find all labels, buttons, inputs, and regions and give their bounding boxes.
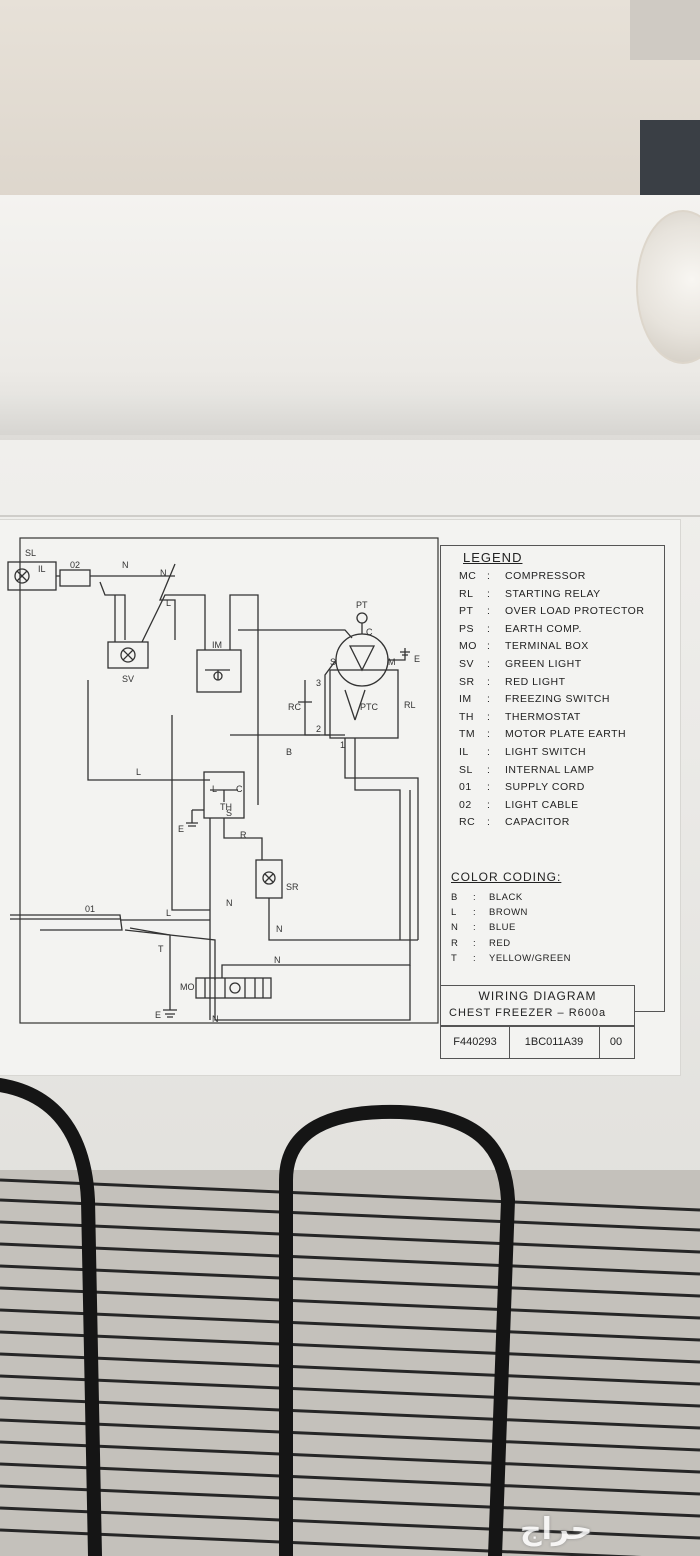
label-sv: SV [122,674,134,684]
label-n6: N [212,1014,219,1024]
legend-list: MC:COMPRESSOR RL:STARTING RELAY PT:OVER … [459,570,644,834]
label-th: TH [220,802,232,812]
legend-panel: LEGEND MC:COMPRESSOR RL:STARTING RELAY P… [440,545,665,1012]
label-sr: SR [286,882,299,892]
wiring-diagram: SL IL 02 N N L SV IM PT C S M E 3 2 1 RC… [7,537,439,1024]
color-coding-item: L:BROWN [451,907,528,919]
label-ptc: PTC [360,702,379,712]
label-n5: N [274,955,281,965]
legend-item: SR:RED LIGHT [459,675,566,688]
color-coding-item: B:BLACK [451,892,523,903]
label-n3: N [226,898,233,908]
label-s: S [330,657,336,667]
color-coding-item: T:YELLOW/GREEN [451,952,572,964]
title-block: WIRING DIAGRAM CHEST FREEZER – R600a [440,985,635,1027]
label-two: 2 [316,724,321,734]
legend-title: LEGEND [463,550,523,565]
label-n4: N [276,924,283,934]
wiring-label: SL IL 02 N N L SV IM PT C S M E 3 2 1 RC… [0,520,680,1075]
revision-code: 00 [609,1036,623,1048]
label-n2: N [160,568,167,578]
model-code: 1BC011A39 [509,1026,600,1058]
label-sl: SL [25,548,36,558]
label-l3: L [212,784,217,794]
color-coding-item: N:BLUE [451,922,516,934]
diagram-title: WIRING DIAGRAM [478,989,597,1003]
legend-item: RL:STARTING RELAY [459,587,601,600]
condenser-coils [0,1078,700,1556]
label-im: IM [212,640,222,650]
label-e2: E [178,824,184,834]
label-r: R [240,830,247,840]
legend-item: MC:COMPRESSOR [459,570,586,582]
legend-item: SL:INTERNAL LAMP [459,763,595,776]
label-c2: C [236,784,243,794]
wall-background [0,0,700,205]
shelf [630,0,700,60]
label-l2: L [136,767,141,777]
legend-item: IL:LIGHT SWITCH [459,745,587,758]
legend-item: 01:SUPPLY CORD [459,781,585,794]
part-number: F440293 [441,1026,510,1058]
color-coding-item: R:RED [451,937,511,949]
legend-item: PT:OVER LOAD PROTECTOR [459,605,645,618]
legend-item: TH:THERMOSTAT [459,710,581,723]
label-one: 1 [340,740,345,750]
door-frame [640,120,700,205]
lid-edge [0,395,700,435]
color-coding-title: COLOR CODING: [451,870,562,884]
label-e1: E [414,654,420,664]
label-l4: L [166,908,171,918]
body-seam [0,515,700,517]
label-rc: RC [288,702,301,712]
legend-item: IM:FREEZING SWITCH [459,693,610,706]
legend-item: PS:EARTH COMP. [459,622,582,635]
color-coding-list: B:BLACK L:BROWN N:BLUE R:RED T:YELLOW/GR… [451,892,571,968]
legend-item: RC:CAPACITOR [459,816,570,829]
label-n1: N [122,560,129,570]
legend-item: MO:TERMINAL BOX [459,640,589,653]
label-o2: 02 [70,560,80,570]
label-three: 3 [316,678,321,688]
label-mo: MO [180,982,195,992]
label-b: B [286,747,292,757]
label-m: M [388,657,396,667]
diagram-subtitle: CHEST FREEZER – R600a [449,1007,607,1019]
label-rl: RL [404,700,416,710]
label-s2: S [226,808,232,818]
label-t: T [158,944,164,954]
part-code-block: F440293 1BC011A39 00 [440,1025,635,1059]
label-il: IL [38,564,46,574]
label-o1: 01 [85,904,95,914]
label-l1: L [166,598,171,608]
label-pt: PT [356,600,368,610]
watermark-logo: حراج [520,1513,593,1546]
label-c: C [366,627,373,637]
legend-item: TM:MOTOR PLATE EARTH [459,728,627,741]
legend-item: 02:LIGHT CABLE [459,798,579,811]
legend-item: SV:GREEN LIGHT [459,657,582,670]
label-e3: E [155,1010,161,1020]
